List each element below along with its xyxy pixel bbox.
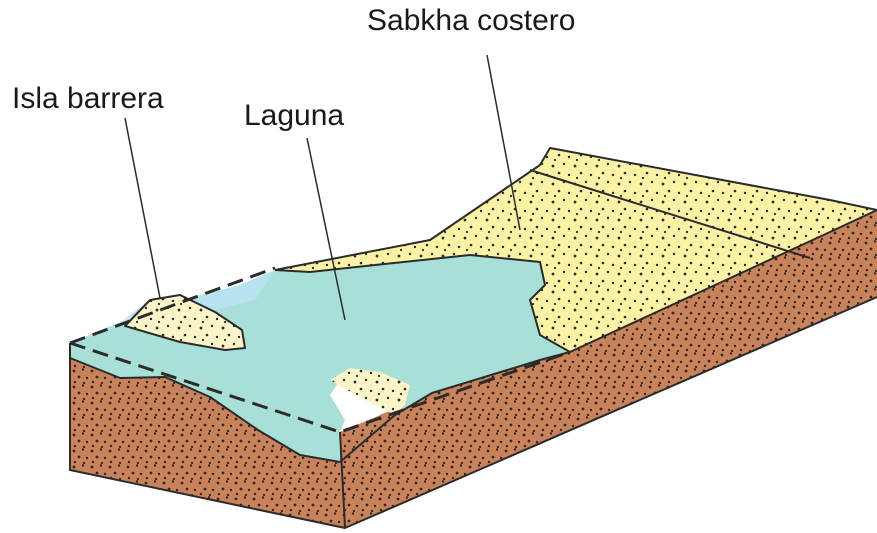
label-sabkha: Sabkha costero	[367, 4, 575, 37]
label-lagoon: Laguna	[244, 99, 344, 132]
label-barrier-island: Isla barrera	[12, 82, 164, 115]
leader-line-barrier-island	[125, 118, 160, 298]
